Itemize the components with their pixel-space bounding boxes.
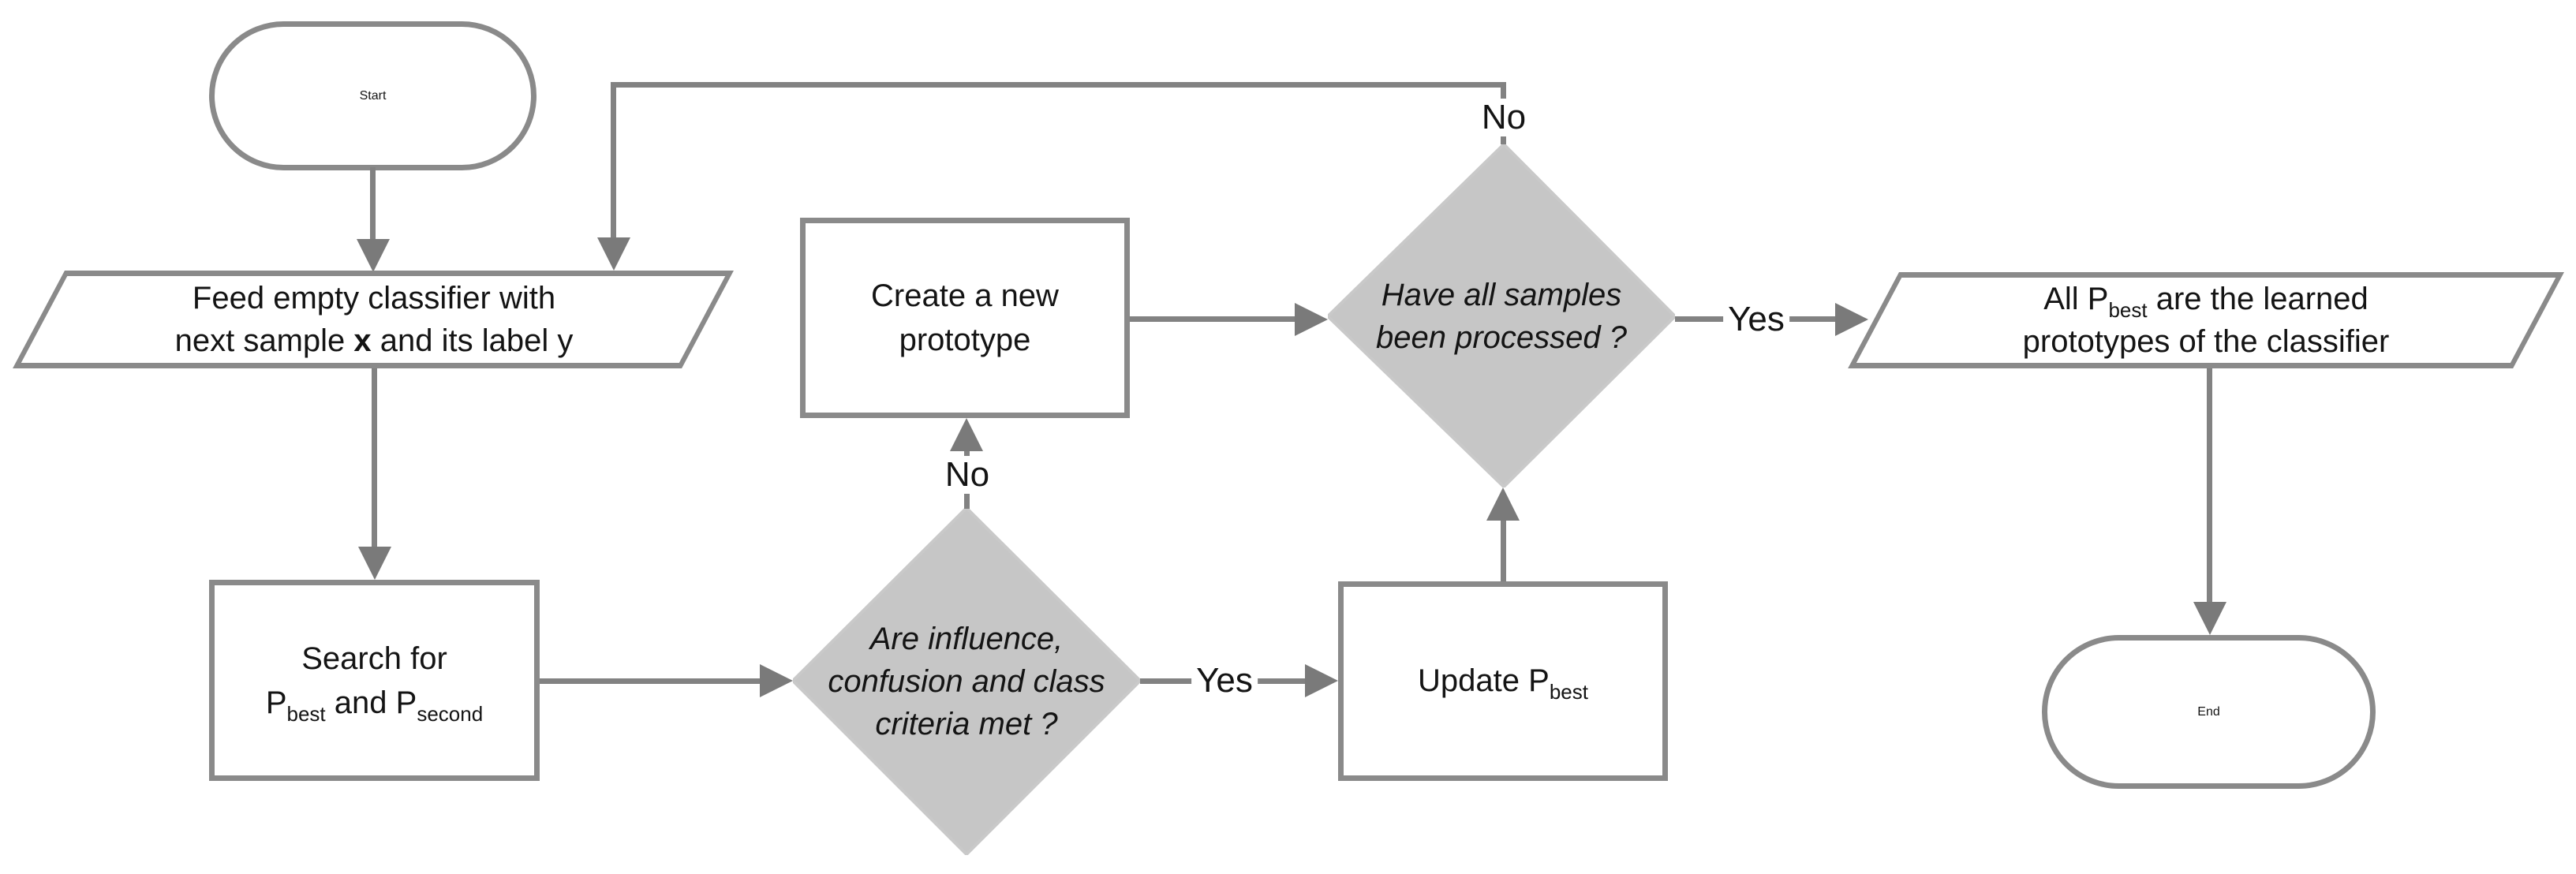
criteria-line3: criteria met ? [875,707,1058,741]
search-node: Search for Pbest and Psecond [209,580,540,781]
edge-update-processed-arrowhead [1486,487,1520,521]
feedback-vertical-line [611,82,616,239]
feed-line2: next sample x and its label y [174,323,574,358]
edge-processed-allp-arrowhead [1835,303,1868,336]
processed-yes-label: Yes [1723,301,1789,338]
edge-start-feed-line [370,167,376,241]
feed-node-text: Feed empty classifier with next sample x… [14,271,734,368]
create-line2: prototype [899,323,1031,357]
edge-start-feed-arrowhead [357,239,390,272]
edge-allp-end-arrowhead [2193,602,2226,635]
edge-allp-end-line [2207,368,2212,603]
start-label: Start [359,88,387,103]
update-node-text: Update Pbest [1418,659,1588,703]
start-node: Start [209,21,537,170]
criteria-diamond-shape [793,508,1140,855]
search-node-text: Search for Pbest and Psecond [266,637,483,725]
create-node: Create a new prototype [800,218,1130,418]
criteria-node-text: Are influence, confusion and class crite… [793,508,1140,855]
edge-criteria-create-arrowhead [950,418,983,451]
edge-criteria-update-arrowhead [1305,664,1338,697]
processed-line1: Have all samples [1381,277,1622,312]
edge-feed-search-line [372,368,377,548]
processed-node-text: Have all samples been processed ? [1328,144,1675,487]
feedback-arrowhead [597,237,630,271]
create-line1: Create a new [871,278,1059,313]
update-line1: Update Pbest [1418,663,1588,704]
edge-search-criteria-line [540,678,761,684]
edge-create-processed-arrowhead [1295,303,1328,336]
allp-node-text: All Pbest are the learned prototypes of … [1848,272,2564,368]
criteria-node [793,508,1140,855]
edge-create-processed-line [1130,316,1296,322]
create-node-text: Create a new prototype [871,274,1059,362]
search-line2: Pbest and Psecond [265,685,484,726]
processed-no-label: No [1476,99,1531,136]
feed-line1: Feed empty classifier with [192,281,556,316]
allp-line2: prototypes of the classifier [2022,324,2390,359]
processed-line2: been processed ? [1375,319,1627,355]
criteria-no-label: No [940,456,995,494]
search-line1: Search for [301,641,447,676]
processed-diamond-shape [1328,144,1675,487]
edge-search-criteria-arrowhead [760,664,793,697]
edge-feed-search-arrowhead [358,547,391,580]
criteria-yes-label: Yes [1191,662,1258,700]
edge-update-processed-line [1501,521,1506,581]
criteria-line1: Are influence, [869,622,1064,656]
end-node: End [2042,635,2376,789]
end-label: End [2197,704,2220,719]
processed-node [1328,144,1675,487]
criteria-line2: confusion and class [828,664,1105,699]
allp-line1: All Pbest are the learned [2043,282,2368,322]
update-node: Update Pbest [1338,581,1668,781]
feedback-horizontal-line [611,82,1506,88]
